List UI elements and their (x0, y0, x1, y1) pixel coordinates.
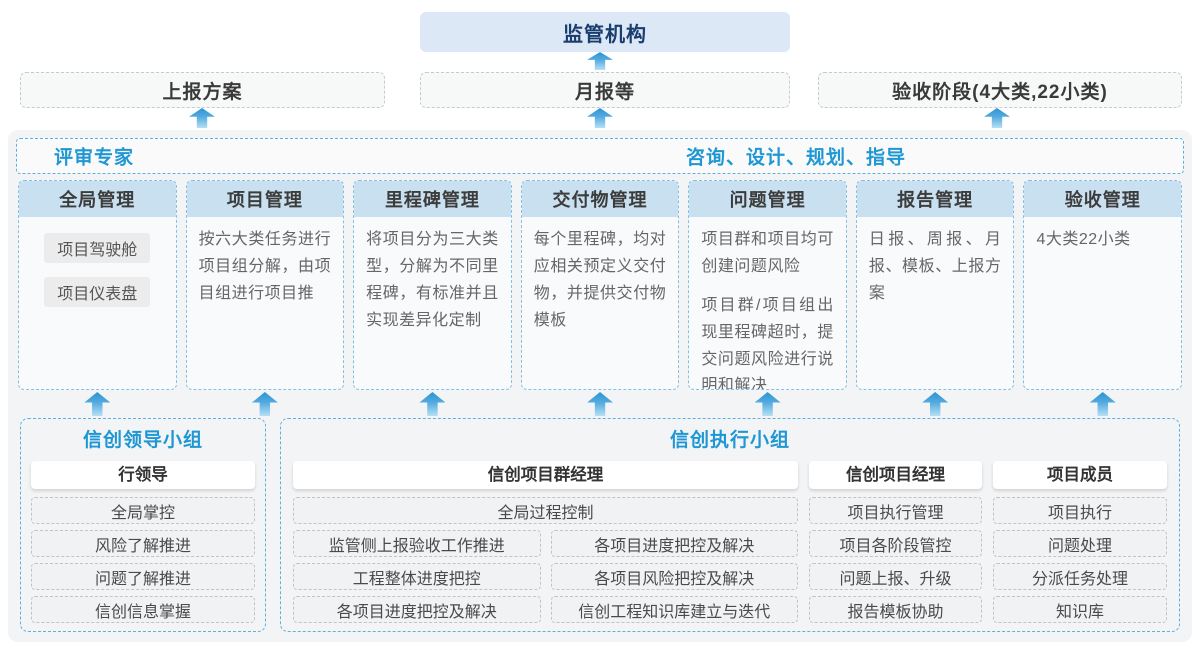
arrow-up-icon (189, 108, 215, 128)
column-description: 每个里程碑，均对应相关预定义交付物，并提供交付物模板 (533, 231, 667, 329)
column-title: 问题管理 (689, 181, 846, 217)
module-columns: 全局管理 项目驾驶舱 项目仪表盘 项目管理 按六大类任务进行项目组分解，由项目组… (18, 180, 1183, 390)
list-item: 项目各阶段管控 (809, 530, 982, 557)
column-description: 日报、周报、月报、模板、上报方案 (868, 231, 1002, 302)
flow-box-acceptance-stage: 验收阶段(4大类,22小类) (818, 72, 1182, 108)
project-member-items: 项目执行 问题处理 分派任务处理 知识库 (993, 497, 1167, 623)
arrow-up-icon (419, 392, 446, 416)
column-body: 每个里程碑，均对应相关预定义交付物，并提供交付物模板 (522, 217, 679, 345)
leader-group-title: 信创领导小组 (82, 430, 203, 451)
column-project-management: 项目管理 按六大类任务进行项目组分解，由项目组进行项目推 (185, 180, 345, 390)
role-project-manager: 信创项目经理 (809, 461, 982, 489)
list-item: 监管侧上报验收工作推进 (293, 530, 541, 557)
arrow-up-icon (587, 52, 613, 70)
column-title: 验收管理 (1024, 181, 1182, 217)
column-milestone-management: 里程碑管理 将项目分为三大类型，分解为不同里程碑，有标准并且实现差异化定制 (353, 180, 512, 390)
list-item: 各项目进度把控及解决 (550, 530, 798, 557)
list-item: 信创信息掌握 (31, 596, 255, 623)
list-item: 问题了解推进 (31, 563, 255, 590)
arrow-up-icon (984, 108, 1010, 128)
block-program-manager: 信创项目群经理 全局过程控制 监管侧上报验收工作推进 各项目进度把控及解决 工程… (293, 461, 798, 623)
review-experts-label: 评审专家 (54, 147, 135, 169)
program-manager-items: 监管侧上报验收工作推进 各项目进度把控及解决 工程整体进度把控 各项目风险把控及… (293, 530, 798, 623)
column-description: 将项目分为三大类型，分解为不同里程碑，有标准并且实现差异化定制 (366, 231, 499, 329)
column-issue-management: 问题管理 项目群和项目均可创建问题风险 项目群/项目组出现里程碑超时，提交问题风… (688, 180, 847, 390)
list-item: 全局过程控制 (293, 497, 798, 524)
list-item: 知识库 (993, 596, 1167, 623)
list-item: 问题处理 (993, 530, 1167, 557)
column-global-management: 全局管理 项目驾驶舱 项目仪表盘 (18, 180, 177, 390)
column-description: 项目群和项目均可创建问题风险 (701, 231, 834, 275)
flow-box-monthly-report: 月报等 (420, 72, 790, 108)
column-title: 项目管理 (186, 181, 344, 217)
management-panel: 评审专家 咨询、设计、规划、指导 全局管理 项目驾驶舱 项目仪表盘 项目管理 按… (8, 130, 1192, 642)
column-body: 按六大类任务进行项目组分解，由项目组进行项目推 (187, 217, 344, 318)
bottom-groups: 信创领导小组 行领导 全局掌控 风险了解推进 问题了解推进 信创信息掌握 信创执… (20, 418, 1180, 632)
column-body: 4大类22小类 (1024, 217, 1181, 264)
arrow-up-icon (587, 108, 613, 128)
list-item: 报告模板协助 (809, 596, 982, 623)
list-item: 项目执行管理 (809, 497, 982, 524)
column-title: 交付物管理 (521, 181, 679, 217)
tag-project-dashboard: 项目仪表盘 (44, 277, 151, 307)
column-report-management: 报告管理 日报、周报、月报、模板、上报方案 (855, 180, 1015, 390)
leader-items: 全局掌控 风险了解推进 问题了解推进 信创信息掌握 (31, 497, 255, 623)
list-item: 项目执行 (993, 497, 1167, 524)
block-project-manager: 信创项目经理 项目执行管理 项目各阶段管控 问题上报、升级 报告模板协助 (809, 461, 982, 623)
leader-group: 信创领导小组 行领导 全局掌控 风险了解推进 问题了解推进 信创信息掌握 (20, 418, 266, 632)
column-title: 报告管理 (856, 181, 1014, 217)
list-item: 问题上报、升级 (809, 563, 982, 590)
column-deliverable-management: 交付物管理 每个里程碑，均对应相关预定义交付物，并提供交付物模板 (520, 180, 680, 390)
column-arrows (18, 392, 1182, 416)
column-body: 项目群和项目均可创建问题风险 项目群/项目组出现里程碑超时，提交问题风险进行说明… (689, 217, 846, 390)
column-description: 项目群/项目组出现里程碑超时，提交问题风险进行说明和解决 (701, 296, 834, 390)
column-description: 4大类22小类 (1036, 231, 1131, 248)
block-project-member: 项目成员 项目执行 问题处理 分派任务处理 知识库 (993, 461, 1167, 623)
column-description: 按六大类任务进行项目组分解，由项目组进行项目推 (198, 231, 332, 302)
arrow-up-icon (587, 392, 614, 416)
arrow-up-icon (84, 392, 111, 416)
regulator-box: 监管机构 (420, 12, 790, 52)
tag-project-cockpit: 项目驾驶舱 (44, 233, 151, 263)
column-body: 将项目分为三大类型，分解为不同里程碑，有标准并且实现差异化定制 (354, 217, 511, 345)
list-item: 分派任务处理 (993, 563, 1167, 590)
column-body: 项目驾驶舱 项目仪表盘 (19, 217, 176, 317)
column-acceptance-management: 验收管理 4大类22小类 (1023, 180, 1183, 390)
column-title: 里程碑管理 (354, 181, 511, 217)
exec-blocks: 信创项目群经理 全局过程控制 监管侧上报验收工作推进 各项目进度把控及解决 工程… (293, 461, 1167, 623)
list-item: 全局掌控 (31, 497, 255, 524)
arrow-up-icon (1089, 392, 1116, 416)
role-project-member: 项目成员 (993, 461, 1167, 489)
column-title: 全局管理 (19, 181, 176, 217)
project-manager-items: 项目执行管理 项目各阶段管控 问题上报、升级 报告模板协助 (809, 497, 982, 623)
role-bank-leadership: 行领导 (31, 461, 255, 489)
list-item: 工程整体进度把控 (293, 563, 541, 590)
arrow-up-icon (922, 392, 949, 416)
list-item: 各项目风险把控及解决 (550, 563, 798, 590)
arrow-up-icon (251, 392, 278, 416)
exec-group-title: 信创执行小组 (669, 430, 790, 451)
arrow-up-icon (754, 392, 781, 416)
expert-bar: 评审专家 咨询、设计、规划、指导 (16, 138, 1184, 174)
list-item: 风险了解推进 (31, 530, 255, 557)
role-program-manager: 信创项目群经理 (293, 461, 798, 489)
column-body: 日报、周报、月报、模板、上报方案 (857, 217, 1014, 318)
exec-group: 信创执行小组 信创项目群经理 全局过程控制 监管侧上报验收工作推进 各项目进度把… (280, 418, 1180, 632)
list-item: 信创工程知识库建立与迭代 (550, 596, 798, 623)
flow-box-report-plan: 上报方案 (20, 72, 385, 108)
list-item: 各项目进度把控及解决 (293, 596, 541, 623)
consulting-label: 咨询、设计、规划、指导 (686, 147, 907, 169)
